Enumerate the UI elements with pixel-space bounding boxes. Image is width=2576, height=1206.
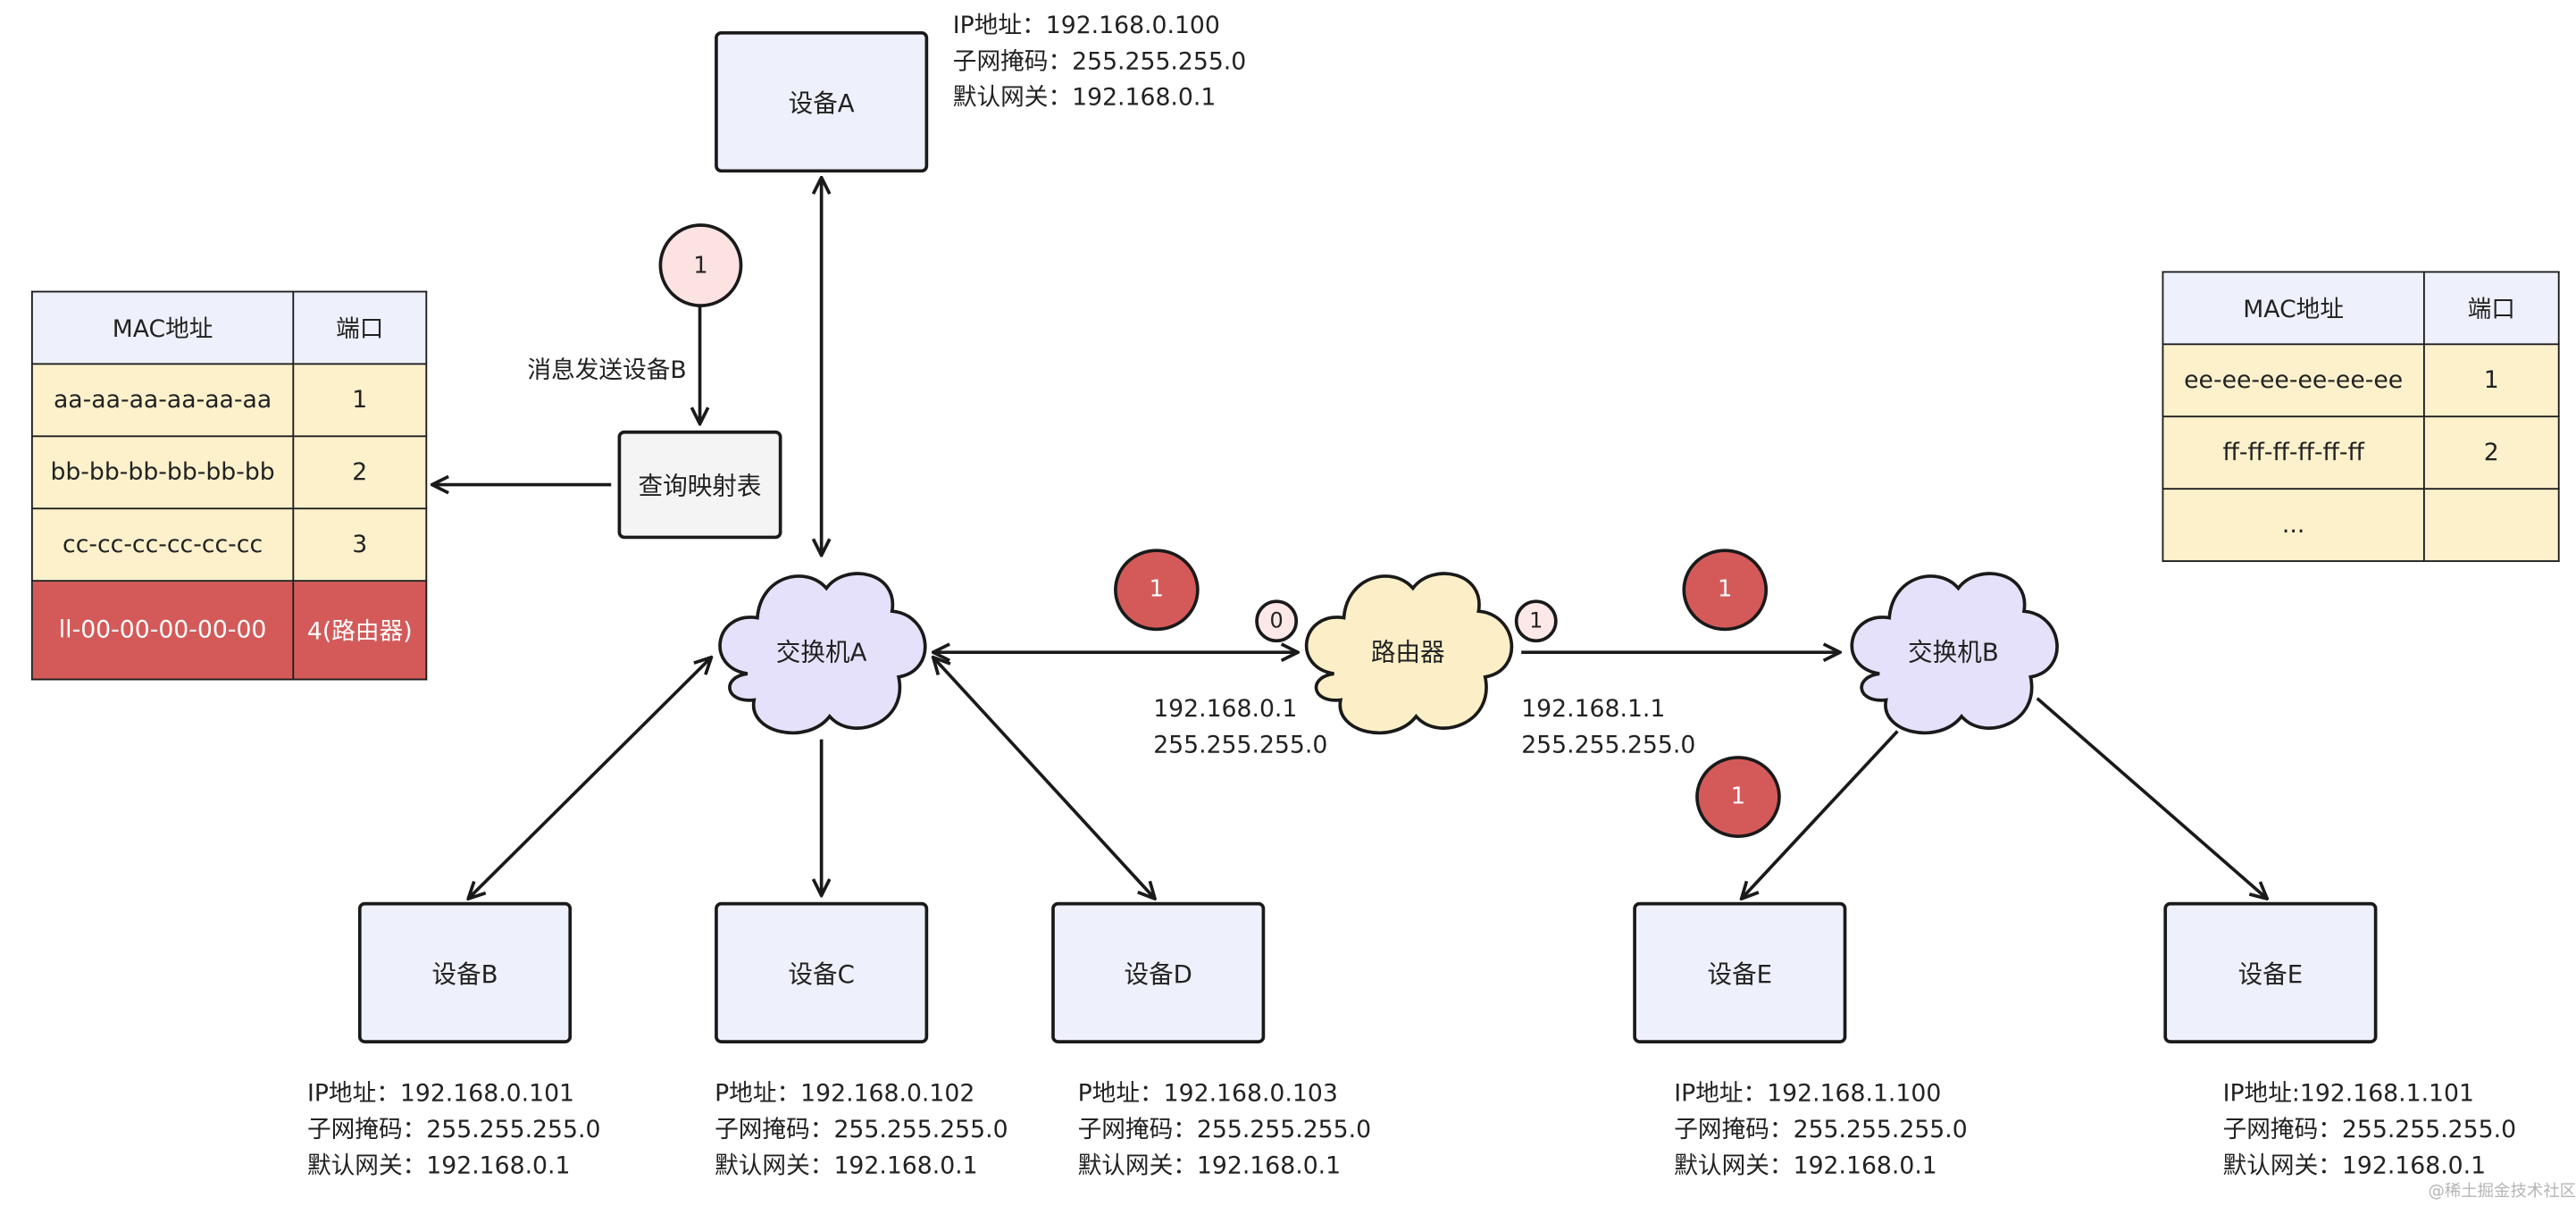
device-b-ip: IP地址：192.168.0.101 [306,1081,575,1108]
link-switch-b-device-e1 [1742,730,1899,899]
device-e-left-label: 设备E [1707,959,1773,989]
device-e-right-label: 设备E [2237,959,2304,989]
device-e-right-ip: IP地址:192.168.1.101 [2222,1081,2474,1108]
router-left-mask: 255.255.255.0 [1153,733,1328,759]
mac-table-switch-b: MAC地址 端口 ee-ee-ee-ee-ee-ee 1 ff-ff-ff-ff… [2162,271,2560,563]
cloud-shape-switch-b [1850,572,2059,735]
mac-cell: ... [2162,488,2425,563]
mac-cell: aa-aa-aa-aa-aa-aa [30,363,295,438]
port-cell: 3 [292,507,428,582]
device-a-ip: IP地址：192.168.0.100 [952,13,1220,40]
device-e-left-gateway: 默认网关：192.168.0.1 [1674,1153,1937,1180]
mac-header: MAC地址 [2162,271,2425,346]
port-cell [2422,488,2560,563]
step-badge-right: 1 [1682,549,1769,632]
table-row: aa-aa-aa-aa-aa-aa 1 [30,363,428,438]
device-c-mask: 子网掩码：255.255.255.0 [715,1117,1008,1144]
device-d-ip: P地址：192.168.0.103 [1077,1081,1338,1108]
device-c: 设备C [715,901,929,1043]
step-badge-top: 1 [658,223,743,307]
mac-header: MAC地址 [30,290,295,365]
device-a-gateway: 默认网关：192.168.0.1 [952,85,1217,113]
send-caption: 消息发送设备B [527,357,687,385]
device-d-gateway: 默认网关：192.168.0.1 [1077,1153,1342,1180]
port-cell: 1 [292,363,428,438]
switch-b-label: 交换机B [1908,636,1999,666]
router-label: 路由器 [1370,636,1445,666]
device-a-label: 设备A [788,88,855,118]
step-badge-lower: 1 [1695,756,1781,839]
device-e-left-mask: 子网掩码：255.255.255.0 [1674,1117,1968,1144]
mac-cell: ff-ff-ff-ff-ff-ff [2162,415,2425,490]
link-switch-a-device-b [468,657,711,899]
router-port-0: 0 [1255,599,1299,643]
device-b-mask: 子网掩码：255.255.255.0 [306,1117,601,1144]
port-header: 端口 [292,290,428,365]
switch-a: 交换机A [711,562,931,740]
device-b-label: 设备B [431,959,498,989]
device-e-right: 设备E [2163,901,2378,1043]
mac-table-header-row: MAC地址 端口 [30,290,428,365]
table-row: bb-bb-bb-bb-bb-bb 2 [30,435,428,510]
router-left-interface: 192.168.0.1 255.255.255.0 [1153,691,1327,764]
device-e-left: 设备E [1633,901,1847,1043]
device-d-label: 设备D [1124,959,1192,989]
device-b-info: IP地址：192.168.0.101 子网掩码：255.255.255.0 默认… [307,1076,600,1185]
device-a-mask: 子网掩码：255.255.255.0 [952,49,1247,76]
device-d: 设备D [1051,901,1266,1043]
device-e-right-info: IP地址:192.168.1.101 子网掩码：255.255.255.0 默认… [2223,1076,2516,1185]
mac-cell: ll-00-00-00-00-00 [30,580,295,681]
table-row: cc-cc-cc-cc-cc-cc 3 [30,507,428,582]
mac-cell: cc-cc-cc-cc-cc-cc [30,507,295,582]
cloud-shape-router [1304,572,1514,735]
device-c-ip: P地址：192.168.0.102 [715,1081,975,1108]
router-port-1: 1 [1514,599,1558,643]
lookup-table-box: 查询映射表 [617,430,782,540]
link-switch-b-device-e2 [2036,697,2268,899]
router-left-ip: 192.168.0.1 [1153,696,1298,724]
table-row: ... [2162,488,2560,563]
device-e-left-ip: IP地址：192.168.1.100 [1674,1081,1942,1108]
device-c-info: P地址：192.168.0.102 子网掩码：255.255.255.0 默认网… [715,1076,1008,1185]
router: 路由器 [1298,562,1518,740]
switch-b: 交换机B [1844,562,2063,740]
device-b-gateway: 默认网关：192.168.0.1 [306,1153,571,1180]
step-badge-left: 1 [1114,549,1200,632]
port-cell: 4(路由器) [292,580,428,681]
cloud-shape-switch-a [718,572,927,735]
switch-a-label: 交换机A [775,636,867,666]
lookup-table-label: 查询映射表 [638,470,762,501]
device-a: 设备A [715,30,929,173]
mac-table-switch-a: MAC地址 端口 aa-aa-aa-aa-aa-aa 1 bb-bb-bb-bb… [30,290,428,681]
table-row: ee-ee-ee-ee-ee-ee 1 [2162,343,2560,418]
router-right-interface: 192.168.1.1 255.255.255.0 [1521,691,1695,764]
device-a-info: IP地址：192.168.0.100 子网掩码：255.255.255.0 默认… [953,8,1246,116]
device-c-label: 设备C [788,959,855,989]
device-d-mask: 子网掩码：255.255.255.0 [1077,1117,1372,1144]
port-cell: 1 [2422,343,2560,418]
link-switch-a-device-d [933,657,1155,899]
watermark: @稀土掘金技术社区 [2428,1183,2576,1202]
router-right-ip: 192.168.1.1 [1521,696,1666,724]
mac-cell: ee-ee-ee-ee-ee-ee [2162,343,2425,418]
port-cell: 2 [2422,415,2560,490]
router-right-mask: 255.255.255.0 [1521,733,1696,759]
device-c-gateway: 默认网关：192.168.0.1 [715,1153,978,1180]
table-row: ff-ff-ff-ff-ff-ff 2 [2162,415,2560,490]
device-e-left-info: IP地址：192.168.1.100 子网掩码：255.255.255.0 默认… [1674,1076,1967,1185]
device-e-right-mask: 子网掩码：255.255.255.0 [2222,1117,2517,1144]
mac-table-header-row: MAC地址 端口 [2162,271,2560,346]
port-cell: 2 [292,435,428,510]
device-b: 设备B [357,901,573,1043]
mac-cell: bb-bb-bb-bb-bb-bb [30,435,295,510]
device-e-right-gateway: 默认网关：192.168.0.1 [2222,1153,2487,1180]
device-d-info: P地址：192.168.0.103 子网掩码：255.255.255.0 默认网… [1078,1076,1371,1185]
table-row-router: ll-00-00-00-00-00 4(路由器) [30,580,428,681]
port-header: 端口 [2422,271,2560,346]
